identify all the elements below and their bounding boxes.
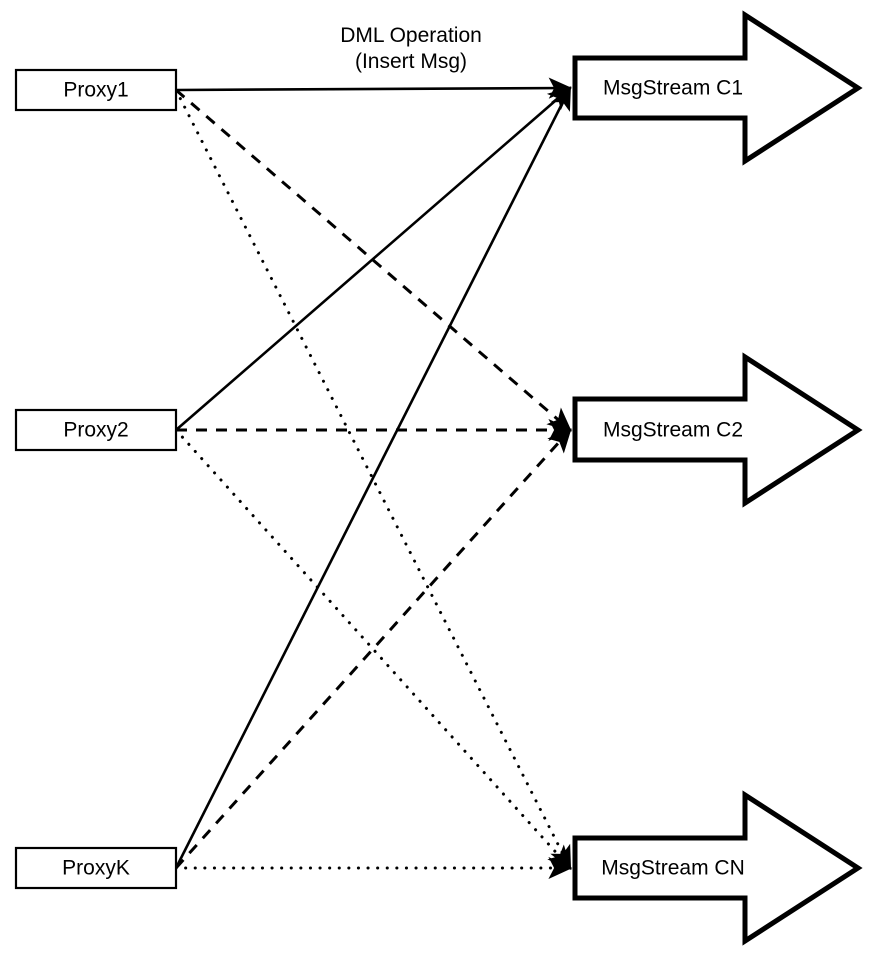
- edge-label-group: DML Operation (Insert Msg): [340, 24, 482, 73]
- proxy-box-proxy2: [14, 408, 178, 452]
- proxy-node-proxy1[interactable]: Proxy1: [14, 68, 178, 112]
- proxy-box-proxy1: [14, 68, 178, 112]
- msgstream-label-c2: MsgStream C2: [603, 419, 743, 442]
- flow-link-p1-c1: [175, 77, 573, 99]
- flow-link-pk-c2: [174, 428, 572, 870]
- msgstream-label-cn: MsgStream CN: [601, 857, 745, 880]
- flow-link-p2-cn: [174, 428, 572, 870]
- proxy-node-proxy2[interactable]: Proxy2: [14, 408, 178, 452]
- msgstream-node-c1[interactable]: MsgStream C1: [572, 10, 863, 166]
- proxy-box-proxyK: [14, 846, 178, 890]
- edge-label-line2: (Insert Msg): [355, 50, 467, 73]
- flow-link-p2-c1: [175, 86, 572, 431]
- flow-link-p1-cn: [174, 88, 572, 871]
- flow-link-pk-c1: [174, 86, 572, 869]
- msgstream-node-c2[interactable]: MsgStream C2: [572, 352, 863, 508]
- proxy-label-proxy1: Proxy1: [63, 79, 128, 102]
- msgstream-arrow-shape-c1: [572, 10, 863, 166]
- msgstream-arrow-shape-cn: [572, 790, 863, 946]
- msgstream-label-c1: MsgStream C1: [603, 77, 743, 100]
- proxy-label-proxyK: ProxyK: [62, 857, 130, 880]
- msgstream-nodes-group: MsgStream C1 MsgStream C2 MsgStream CN: [572, 10, 863, 946]
- edge-label-line1: DML Operation: [340, 24, 482, 47]
- msgstream-arrow-shape-c2: [572, 352, 863, 508]
- msgstream-node-cn[interactable]: MsgStream CN: [572, 790, 863, 946]
- flow-links-group: [174, 77, 573, 880]
- proxy-node-proxyK[interactable]: ProxyK: [14, 846, 178, 890]
- proxy-label-proxy2: Proxy2: [63, 419, 128, 442]
